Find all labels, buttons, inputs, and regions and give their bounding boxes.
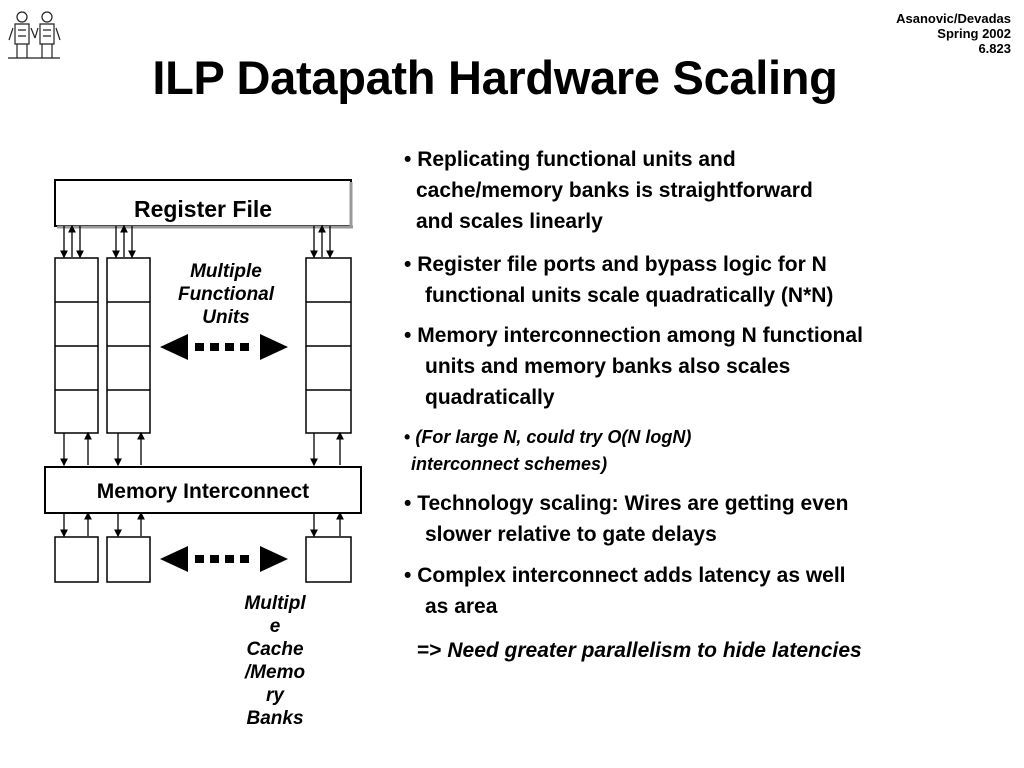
bullet-1-line-2: cache/memory banks is straightforward — [416, 179, 813, 202]
bullet-4-line-1: • (For large N, could try O(N logN) — [404, 423, 691, 451]
course-authors: Asanovic/Devadas — [896, 11, 1011, 26]
slide-title: ILP Datapath Hardware Scaling — [152, 51, 838, 104]
fu-double-arrow — [160, 334, 288, 360]
conclusion-arrow: => — [417, 639, 442, 662]
bullet-1-text-1: Replicating functional units and — [417, 148, 736, 171]
bullet-3-line-1: • Memory interconnection among N functio… — [404, 320, 863, 351]
cache-banks-label: Multipl e Cache /Memo ry Banks — [244, 593, 306, 729]
bullet-2-line-1: • Register file ports and bypass logic f… — [404, 249, 827, 280]
bullet-1-line-3: and scales linearly — [416, 210, 603, 233]
bullet-marker: • — [404, 492, 412, 515]
bullet-3-text-1: Memory interconnection among N functiona… — [417, 324, 863, 347]
register-file-label: Register File — [133, 196, 273, 222]
functional-unit-columns — [54, 257, 352, 434]
mi-cache-arrows — [60, 511, 344, 538]
course-term: Spring 2002 — [937, 26, 1011, 41]
bullet-6-text-1: Complex interconnect adds latency as wel… — [417, 564, 846, 587]
bullet-3-line-2: units and memory banks also scales — [425, 355, 791, 378]
mit-logo-icon — [8, 11, 61, 59]
conclusion-text: Need greater parallelism to hide latenci… — [447, 639, 862, 662]
bullet-5-text-1: Technology scaling: Wires are getting ev… — [417, 492, 849, 515]
datapath-diagram: Register File Memory Interconnect Multip… — [0, 160, 380, 760]
course-info: Asanovic/Devadas Spring 2002 6.823 — [896, 11, 1011, 56]
bullet-4-text-1: (For large N, could try O(N logN) — [415, 427, 692, 447]
bullet-4-line-2: interconnect schemes) — [411, 454, 608, 474]
bullet-6-line-1: • Complex interconnect adds latency as w… — [404, 560, 846, 591]
bullet-2-line-2: functional units scale quadratically (N*… — [425, 284, 834, 307]
bullet-1-line-1: • Replicating functional units and — [404, 144, 736, 175]
cache-double-arrow — [160, 546, 288, 572]
bullet-2-text-1: Register file ports and bypass logic for… — [417, 253, 827, 276]
bullet-6-line-2: as area — [425, 595, 498, 618]
functional-units-label: Multiple Functional Units — [177, 261, 275, 328]
conclusion-line: => Need greater parallelism to hide late… — [417, 635, 862, 666]
diagram-svg — [44, 179, 362, 583]
bullet-3-line-3: quadratically — [425, 386, 555, 409]
cache-bank-boxes — [54, 536, 352, 583]
memory-interconnect-label: Memory Interconnect — [96, 480, 310, 503]
fu-mi-arrows — [60, 431, 344, 467]
bullet-5-line-2: slower relative to gate delays — [425, 523, 717, 546]
bullet-marker: • — [404, 253, 412, 276]
bullet-marker: • — [404, 148, 412, 171]
rf-fu-arrows — [60, 224, 334, 259]
bullet-marker: • — [404, 324, 412, 347]
course-number: 6.823 — [978, 41, 1011, 56]
memory-interconnect-box — [44, 466, 362, 514]
bullet-marker: • — [404, 564, 412, 587]
bullet-marker: • — [404, 427, 411, 447]
bullet-5-line-1: • Technology scaling: Wires are getting … — [404, 488, 848, 519]
